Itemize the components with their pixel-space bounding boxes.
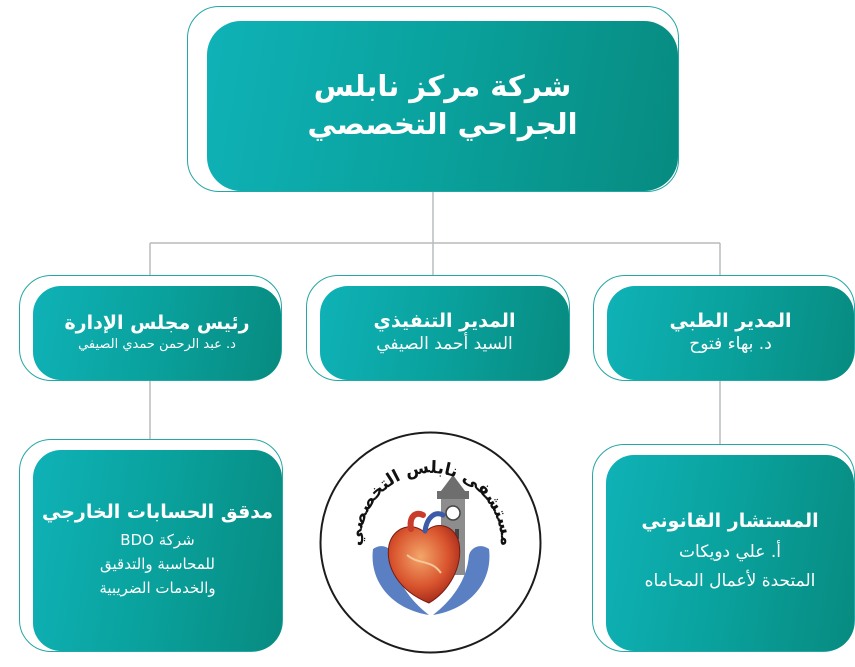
legal-advisor-firm: المتحدة لأعمال المحاماه: [644, 570, 816, 591]
root-title-line2: الجراحي التخصصي: [307, 107, 578, 141]
medical-director-name: د. بهاء فتوح: [689, 334, 772, 355]
external-auditor-title: مدقق الحسابات الخارجي: [41, 500, 274, 523]
medical-director-card: المدير الطبي د. بهاء فتوح: [607, 286, 854, 380]
legal-advisor-name: أ. علي دويكات: [679, 541, 781, 562]
board-chairman-name: د. عبد الرحمن حمدي الصيفي: [78, 337, 236, 353]
external-auditor-node: مدقق الحسابات الخارجي شركة BDO للمحاسبة …: [19, 439, 283, 652]
root-node: شركة مركز نابلس الجراحي التخصصي: [187, 6, 679, 192]
legal-advisor-card: المستشار القانوني أ. علي دويكات المتحدة …: [606, 455, 854, 651]
legal-advisor-title: المستشار القانوني: [641, 510, 819, 533]
external-auditor-line1: شركة BDO: [120, 531, 195, 550]
medical-director-node: المدير الطبي د. بهاء فتوح: [593, 275, 855, 381]
root-title-line1: شركة مركز نابلس: [313, 69, 572, 104]
executive-director-card: المدير التنفيذي السيد أحمد الصيفي: [320, 286, 569, 380]
medical-director-title: المدير الطبي: [669, 309, 792, 332]
legal-advisor-node: المستشار القانوني أ. علي دويكات المتحدة …: [592, 444, 855, 652]
hands-icon: [372, 546, 490, 615]
executive-director-name: السيد أحمد الصيفي: [376, 334, 513, 355]
board-chairman-title: رئيس مجلس الإدارة: [64, 312, 250, 335]
external-auditor-line2: للمحاسبة والتدقيق: [100, 555, 215, 574]
external-auditor-card: مدقق الحسابات الخارجي شركة BDO للمحاسبة …: [33, 450, 282, 651]
root-card: شركة مركز نابلس الجراحي التخصصي: [207, 21, 678, 191]
executive-director-node: المدير التنفيذي السيد أحمد الصيفي: [306, 275, 570, 381]
executive-director-title: المدير التنفيذي: [373, 309, 516, 332]
external-auditor-line3: والخدمات الضريبية: [99, 579, 216, 598]
hospital-logo: مستشفى نابلس التخصصي: [319, 431, 542, 654]
heart-icon: [387, 510, 461, 604]
board-chairman-node: رئيس مجلس الإدارة د. عبد الرحمن حمدي الص…: [19, 275, 282, 381]
board-chairman-card: رئيس مجلس الإدارة د. عبد الرحمن حمدي الص…: [33, 286, 281, 380]
